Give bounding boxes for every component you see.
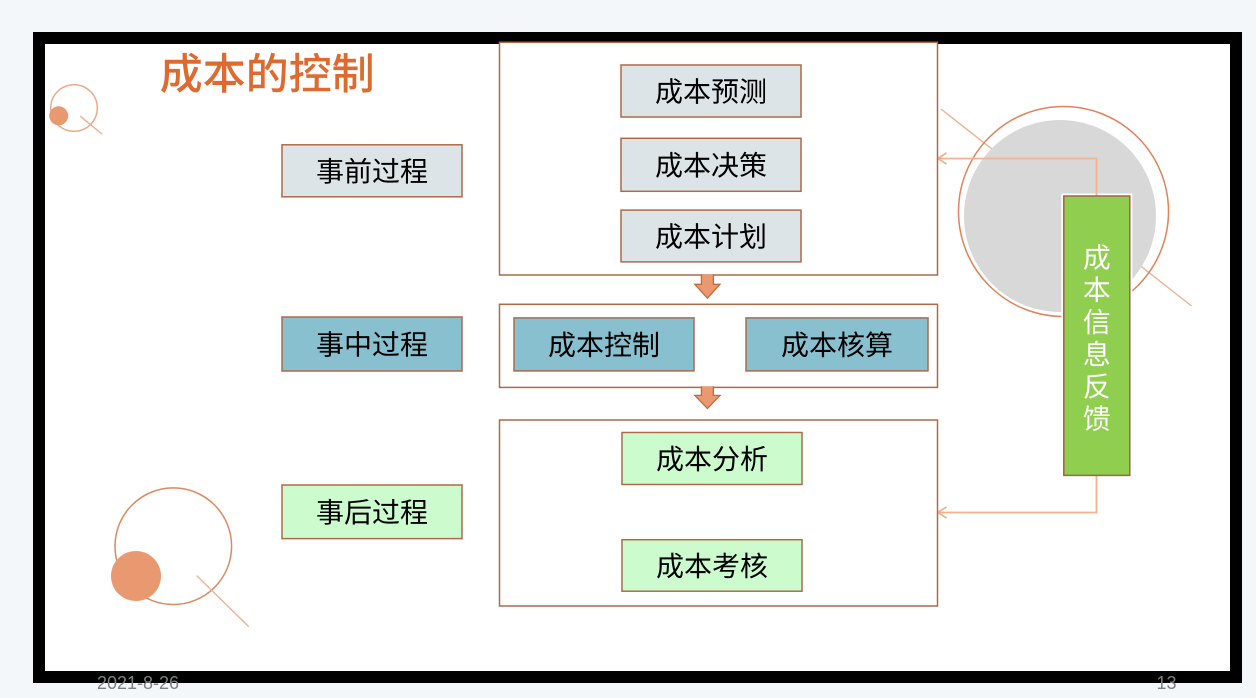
svg-text:13: 13 (1157, 673, 1177, 693)
svg-text:2021-8-26: 2021-8-26 (97, 673, 179, 693)
